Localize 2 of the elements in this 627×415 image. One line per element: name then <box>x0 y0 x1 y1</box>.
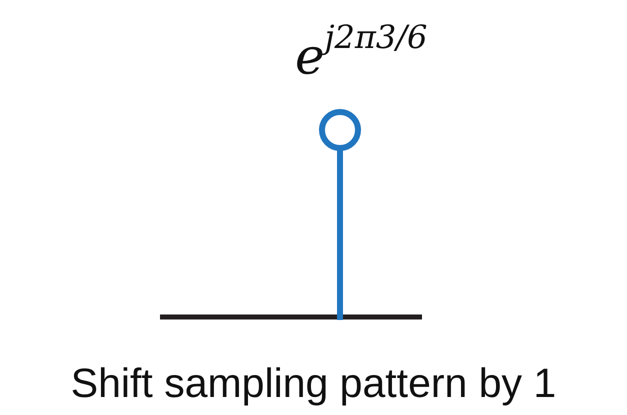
math-label: e$^{j2π3/6}$ <box>295 18 428 86</box>
caption: Shift sampling pattern by 1 <box>70 360 558 407</box>
